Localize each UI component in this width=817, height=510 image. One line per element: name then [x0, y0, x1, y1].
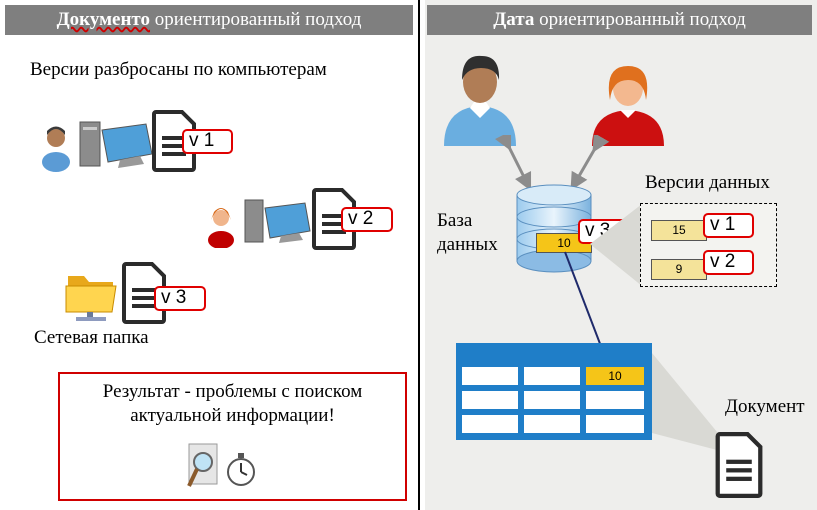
database-label-line-1: База: [437, 210, 473, 231]
male-user-large-icon: [444, 55, 516, 146]
document-icon-1: [152, 110, 196, 172]
stopwatch-icon: [227, 453, 255, 486]
database-label: База данных: [437, 209, 498, 257]
left-header-strong: Документо: [56, 9, 151, 30]
result-box: Результат - проблемы с поиском актуально…: [58, 372, 407, 501]
versions-scattered-label: Версии разбросаны по компьютерам: [30, 59, 327, 80]
data-table: 10: [456, 343, 652, 440]
version-1-badge: v 1: [703, 213, 754, 238]
result-text: Результат - проблемы с поиском актуально…: [60, 380, 405, 428]
version-2-value: 9: [651, 259, 707, 280]
version-2-badge: v 2: [703, 250, 754, 275]
desktop-computer-icon: [79, 121, 153, 168]
version-badge-v3: v 3: [154, 286, 206, 311]
search-stopwatch-icon: [187, 443, 255, 487]
document-icon-right: [715, 432, 763, 498]
male-user-icon: [42, 126, 70, 172]
data-table-grid: [462, 367, 644, 433]
table-highlight-cell: 10: [608, 369, 622, 383]
left-header-rest: ориентированный подход: [150, 9, 362, 30]
user-computer-group-1: [42, 121, 153, 172]
database-label-line-2: данных: [437, 234, 498, 255]
result-line-1: Результат - проблемы с поиском: [102, 381, 363, 402]
female-user-icon: [208, 208, 234, 248]
result-line-2: актуальной информации!: [130, 405, 335, 426]
data-versions-title: Версии данных: [645, 172, 770, 193]
female-user-large-icon: [592, 66, 664, 146]
version-1-value: 15: [651, 220, 707, 241]
document-label: Документ: [725, 396, 805, 417]
access-arrows: [495, 135, 610, 192]
right-header-strong: Дата: [493, 9, 535, 30]
version-badge-v1: v 1: [182, 129, 233, 154]
left-header: Документо ориентированный подход: [5, 5, 413, 35]
version-badge-v2: v 2: [341, 207, 393, 232]
panel-divider: [418, 0, 420, 510]
document-icon-2: [312, 188, 356, 250]
desktop-computer-icon-2: [244, 199, 311, 243]
magnifier-icon: [187, 443, 218, 487]
right-header-rest: ориентированный подход: [534, 9, 746, 30]
network-folder-icon: [65, 276, 117, 321]
document-callout-wedge: [652, 353, 736, 455]
user-computer-group-2: [208, 199, 311, 248]
network-folder-label: Сетевая папка: [34, 327, 149, 348]
versions-callout-wedge: [590, 204, 642, 286]
right-header: Дата ориентированный подход: [427, 5, 812, 35]
